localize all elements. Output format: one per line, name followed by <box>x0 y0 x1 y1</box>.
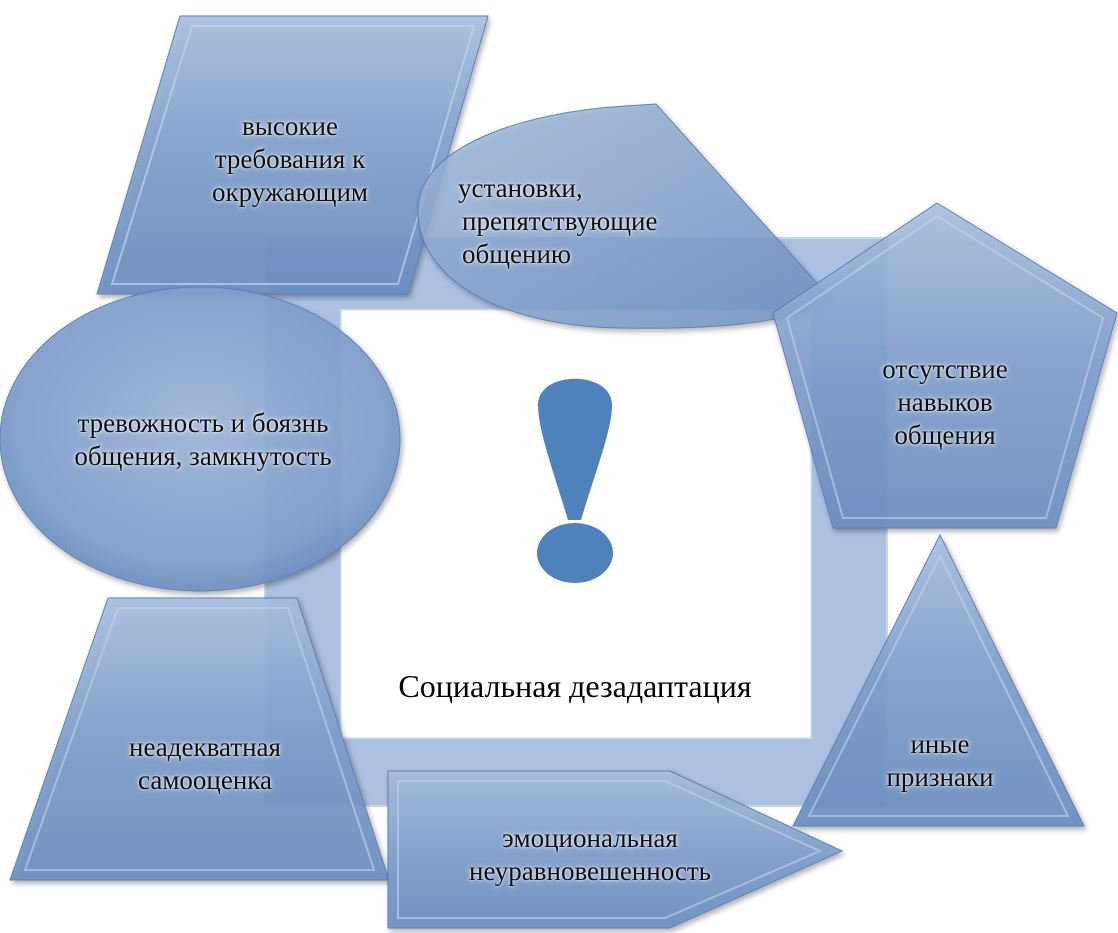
node-label-anxiety: тревожность и боязнь общения, замкнутост… <box>74 408 332 471</box>
node-label-emotional: эмоциональная неуравновешенность <box>469 823 711 886</box>
ellipse-shape <box>0 286 401 592</box>
parallelogram-shape <box>96 15 489 295</box>
node-label-no-skills: отсутствие навыков общения <box>882 354 1008 450</box>
trapezoid-shape <box>9 597 390 881</box>
pentagon-shape <box>772 202 1118 529</box>
exclamation-icon <box>537 378 613 583</box>
arrow-shape <box>387 770 844 929</box>
node-label-high-demands: высокие требования к окружающим <box>211 111 369 207</box>
teardrop-shape <box>417 103 833 329</box>
node-label-other: иные признаки <box>886 729 994 792</box>
node-label-attitudes: установки, препятствующие общению <box>458 173 658 269</box>
center-title: Социальная дезадаптация <box>398 668 752 704</box>
node-label-self-esteem: неадекватная самооценка <box>129 732 281 795</box>
triangle-shape <box>792 533 1085 827</box>
